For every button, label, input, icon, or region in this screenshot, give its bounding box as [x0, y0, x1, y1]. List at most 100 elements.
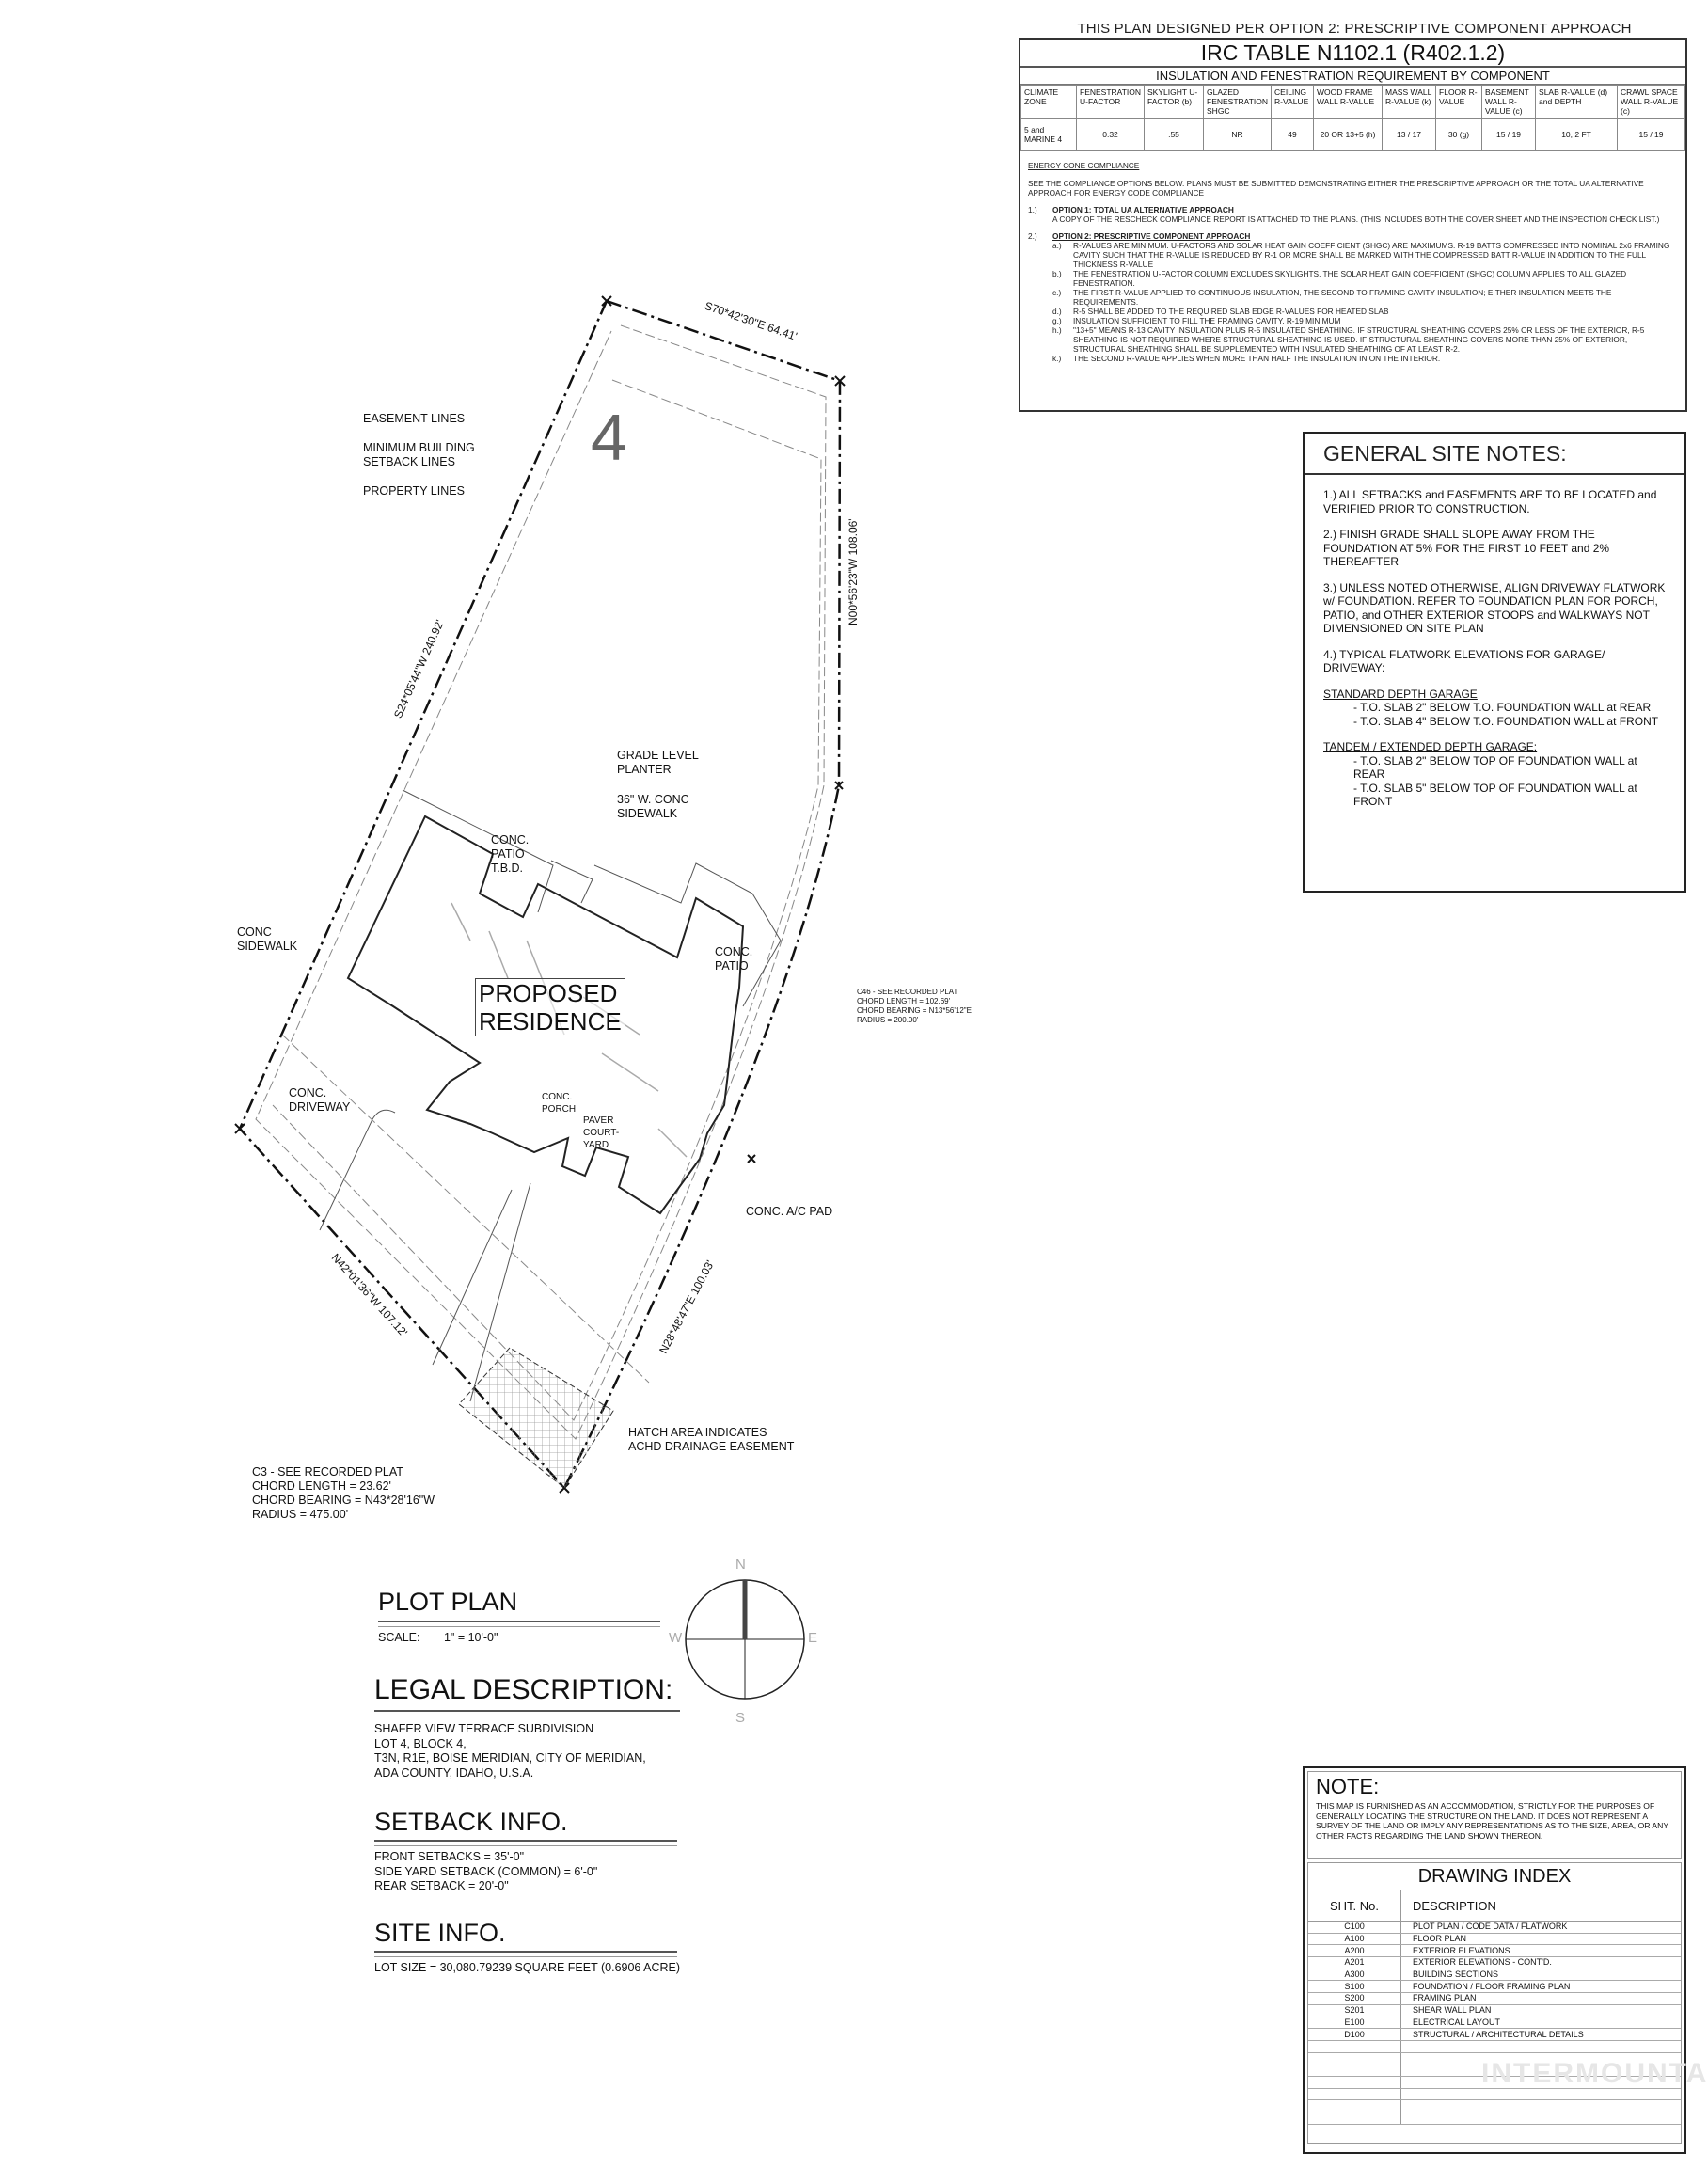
legend-easement-lines: EASEMENT LINES	[363, 412, 466, 425]
plot-plan-block: PLOT PLAN SCALE: 1" = 10'-0"	[378, 1588, 660, 1646]
sheet-number	[1308, 2064, 1401, 2077]
setback-info-title: SETBACK INFO.	[374, 1808, 568, 1836]
site-note-sub: - T.O. SLAB 2" BELOW T.O. FOUNDATION WAL…	[1353, 701, 1652, 714]
watermark: INTERMOUNTAIN	[1481, 2058, 1708, 2089]
compass-east: E	[808, 1630, 818, 1646]
general-site-notes-panel: GENERAL SITE NOTES: 1.) ALL SETBACKS and…	[1303, 432, 1686, 893]
sheet-number: S100	[1308, 1980, 1401, 1994]
sheet-description: ELECTRICAL LAYOUT	[1400, 2017, 1681, 2030]
irc-title: IRC TABLE N1102.1 (R402.1.2)	[1020, 40, 1685, 68]
sheet-number: S200	[1308, 1992, 1401, 2005]
option-item: h.) "13+5" MEANS R-13 CAVITY INSULATION P…	[1052, 325, 1678, 354]
plot-plan-title: PLOT PLAN	[378, 1588, 518, 1616]
label-c3-curve: C3 - SEE RECORDED PLAT CHORD LENGTH = 23…	[252, 1465, 435, 1521]
label-proposed-residence: PROPOSED RESIDENCE	[475, 978, 625, 1036]
scale-value: 1" = 10'-0"	[443, 1631, 498, 1644]
site-note: 1.) ALL SETBACKS and EASEMENTS ARE TO BE…	[1323, 488, 1657, 515]
option-title: OPTION 2: PRESCRIPTIVE COMPONENT APPROAC…	[1052, 231, 1251, 241]
site-note-sub: - T.O. SLAB 2" BELOW TOP OF FOUNDATION W…	[1353, 753, 1637, 782]
item-letter: c.)	[1052, 288, 1062, 297]
sheet-number	[1308, 2112, 1401, 2125]
site-info-block: SITE INFO. LOT SIZE = 30,080.79239 SQUAR…	[374, 1919, 680, 1976]
legal-line: ADA COUNTY, IDAHO, U.S.A.	[374, 1765, 534, 1779]
energy-compliance: ENERGY CONE COMPLIANCE SEE THE COMPLIANC…	[1020, 151, 1685, 363]
label-porch: CONC. PORCH	[542, 1092, 577, 1115]
label-courtyard: PAVER COURT- YARD	[583, 1115, 620, 1150]
irc-subtitle: INSULATION AND FENESTRATION REQUIREMENT …	[1020, 68, 1685, 85]
index-row	[1308, 2040, 1681, 2053]
sheet-number: A201	[1308, 1956, 1401, 1969]
item-letter: k.)	[1052, 354, 1062, 363]
sheet-number: S201	[1308, 2004, 1401, 2017]
irc-caption: THIS PLAN DESIGNED PER OPTION 2: PRESCRI…	[1077, 21, 1632, 37]
setback-line: FRONT SETBACKS = 35'-0"	[374, 1850, 525, 1863]
legal-description-title: LEGAL DESCRIPTION:	[374, 1674, 673, 1705]
drainage-easement-hatch	[458, 1347, 614, 1489]
index-row	[1308, 2064, 1681, 2077]
irc-cell: NR	[1203, 118, 1273, 151]
drawing-index-title: DRAWING INDEX	[1308, 1863, 1681, 1890]
item-letter: h.)	[1052, 325, 1062, 335]
irc-col: SKYLIGHT U-FACTOR (b)	[1144, 85, 1205, 119]
sheet-description	[1400, 2088, 1681, 2101]
option-text: A COPY OF THE RESCHECK COMPLIANCE REPORT…	[1052, 214, 1660, 224]
irc-header-row: CLIMATE ZONE FENESTRATION U-FACTOR SKYLI…	[1020, 85, 1685, 119]
legal-line: SHAFER VIEW TERRACE SUBDIVISION	[374, 1722, 594, 1735]
irc-cell: 0.32	[1075, 118, 1146, 151]
sheet-description: FOUNDATION / FLOOR FRAMING PLAN	[1400, 1980, 1681, 1994]
energy-intro: SEE THE COMPLIANCE OPTIONS BELOW. PLANS …	[1028, 179, 1644, 198]
irc-cell: 13 / 17	[1382, 118, 1437, 151]
tandem-garage-heading: TANDEM / EXTENDED DEPTH GARAGE:	[1323, 740, 1538, 753]
item-text: THE SECOND R-VALUE APPLIES WHEN MORE THA…	[1073, 354, 1441, 363]
residence-footprint	[346, 815, 745, 1215]
option-item: d.)R-5 SHALL BE ADDED TO THE REQUIRED SL…	[1052, 307, 1678, 316]
note-and-index-panel: NOTE: THIS MAP IS FURNISHED AS AN ACCOMM…	[1303, 1766, 1686, 2154]
item-letter: d.)	[1052, 307, 1062, 316]
note-text: THIS MAP IS FURNISHED AS AN ACCOMMODATIO…	[1316, 1801, 1668, 1841]
sheet-description: PLOT PLAN / CODE DATA / FLATWORK	[1400, 1921, 1681, 1934]
irc-table-panel: IRC TABLE N1102.1 (R402.1.2) INSULATION …	[1019, 38, 1687, 412]
compass-west: W	[669, 1630, 683, 1646]
irc-cell: 15 / 19	[1617, 118, 1685, 151]
index-row	[1308, 2076, 1681, 2089]
option-title: OPTION 1: TOTAL UA ALTERNATIVE APPROACH	[1052, 205, 1234, 214]
site-note: 2.) FINISH GRADE SHALL SLOPE AWAY FROM T…	[1323, 528, 1610, 568]
note-title: NOTE:	[1316, 1775, 1380, 1798]
irc-col: FENESTRATION U-FACTOR	[1075, 85, 1146, 119]
sheet-description	[1400, 2099, 1681, 2112]
legend-setback-lines: MINIMUM BUILDING SETBACK LINES	[363, 441, 475, 468]
scale-label: SCALE:	[378, 1631, 420, 1644]
site-note: 3.) UNLESS NOTED OTHERWISE, ALIGN DRIVEW…	[1323, 580, 1666, 636]
lot-number: 4	[591, 401, 627, 474]
label-ac-pad: CONC. A/C PAD	[746, 1205, 833, 1218]
irc-cell: 15 / 19	[1481, 118, 1537, 151]
item-text: THE FIRST R-VALUE APPLIED TO CONTINUOUS …	[1073, 288, 1612, 307]
property-lines	[238, 299, 842, 1491]
option-1: 1.) OPTION 1: TOTAL UA ALTERNATIVE APPRO…	[1028, 205, 1678, 224]
irc-col: CEILING R-VALUE	[1271, 85, 1315, 119]
sheet-description: SHEAR WALL PLAN	[1400, 2004, 1681, 2017]
legal-description-block: LEGAL DESCRIPTION: SHAFER VIEW TERRACE S…	[374, 1674, 680, 1780]
option-item: a.)R-VALUES ARE MINIMUM. U-FACTORS AND S…	[1052, 241, 1678, 269]
item-letter: b.)	[1052, 269, 1062, 278]
index-row	[1308, 2112, 1681, 2125]
option-item: b.)THE FENESTRATION U-FACTOR COLUMN EXCL…	[1052, 269, 1678, 288]
sheet-number: C100	[1308, 1921, 1401, 1934]
item-text: "13+5" MEANS R-13 CAVITY INSULATION PLUS…	[1073, 325, 1645, 354]
option-number: 1.)	[1028, 205, 1037, 214]
label-c46-curve: C46 - SEE RECORDED PLAT CHORD LENGTH = 1…	[857, 988, 972, 1024]
site-info-title: SITE INFO.	[374, 1919, 506, 1947]
label-hatch-area: HATCH AREA INDICATES ACHD DRAINAGE EASEM…	[628, 1426, 795, 1453]
label-conc-patio: CONC. PATIO	[715, 945, 753, 973]
note-panel: NOTE: THIS MAP IS FURNISHED AS AN ACCOMM…	[1307, 1771, 1682, 1859]
irc-col: GLAZED FENESTRATION SHGC	[1203, 85, 1273, 119]
sheet-description	[1400, 2076, 1681, 2089]
